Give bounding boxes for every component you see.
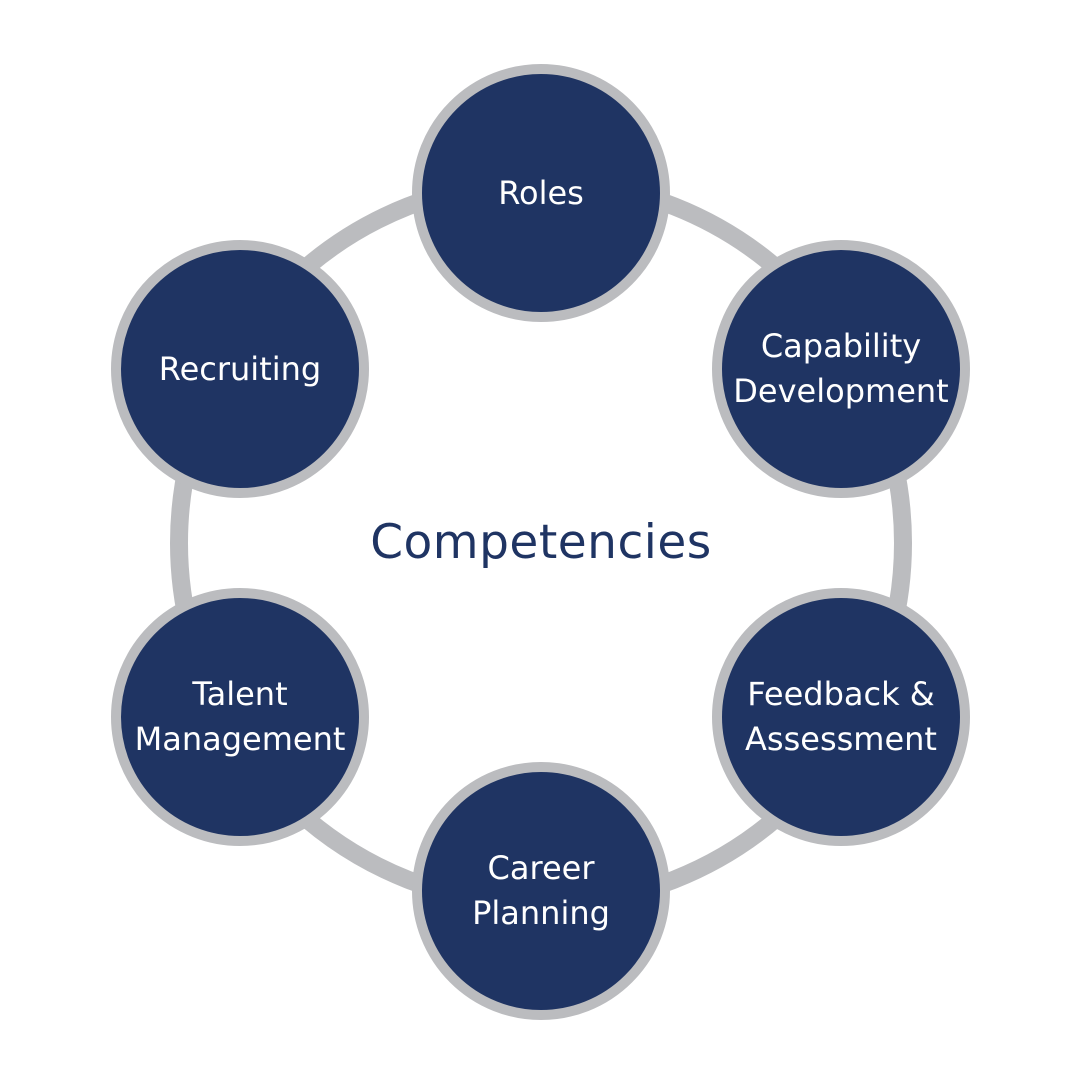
node-talent-management: Talent Management — [111, 588, 369, 846]
node-roles: Roles — [412, 64, 670, 322]
node-feedback-assessment-label: Feedback & Assessment — [745, 675, 937, 758]
node-capability-development-label: Capability Development — [733, 327, 949, 410]
center-label: Competencies — [370, 514, 712, 570]
node-capability-development: Capability Development — [712, 240, 970, 498]
node-recruiting: Recruiting — [111, 240, 369, 498]
node-career-planning-label: Career Planning — [472, 849, 610, 932]
node-roles-label: Roles — [498, 173, 584, 212]
node-talent-management-label: Talent Management — [134, 675, 346, 758]
node-feedback-assessment: Feedback & Assessment — [712, 588, 970, 846]
node-career-planning: Career Planning — [412, 762, 670, 1020]
node-recruiting-label: Recruiting — [158, 349, 322, 388]
